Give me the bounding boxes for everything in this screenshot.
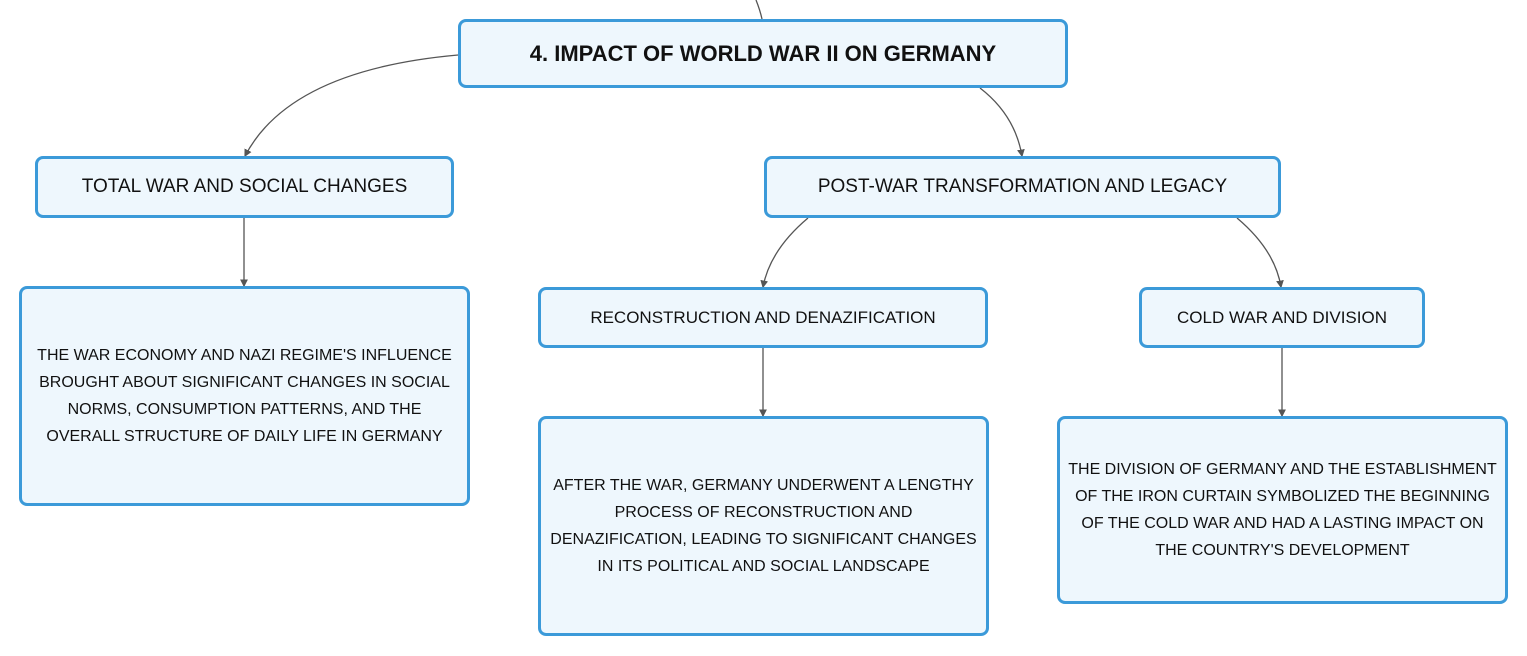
subtopic-reconstruction-label: RECONSTRUCTION AND DENAZIFICATION <box>590 307 936 327</box>
description-reconstruction[interactable]: AFTER THE WAR, GERMANY UNDERWENT A LENGT… <box>538 416 989 636</box>
description-cold-war[interactable]: THE DIVISION OF GERMANY AND THE ESTABLIS… <box>1057 416 1508 604</box>
description-reconstruction-text: AFTER THE WAR, GERMANY UNDERWENT A LENGT… <box>550 477 977 575</box>
topic-post-war-transformation[interactable]: POST-WAR TRANSFORMATION AND LEGACY <box>764 156 1281 218</box>
description-total-war-text: THE WAR ECONOMY AND NAZI REGIME'S INFLUE… <box>37 347 452 445</box>
connector-root-to-total-war <box>244 54 459 158</box>
description-total-war[interactable]: THE WAR ECONOMY AND NAZI REGIME'S INFLUE… <box>19 286 470 506</box>
subtopic-reconstruction-denazification[interactable]: RECONSTRUCTION AND DENAZIFICATION <box>538 287 988 348</box>
connector-post-war-to-reconstruction <box>760 217 809 289</box>
connector-post-war-to-cold-war <box>1236 217 1284 289</box>
topic-total-war-social-changes[interactable]: TOTAL WAR AND SOCIAL CHANGES <box>35 156 454 218</box>
subtopic-cold-war-label: COLD WAR AND DIVISION <box>1176 307 1387 327</box>
description-cold-war-text: THE DIVISION OF GERMANY AND THE ESTABLIS… <box>1068 461 1497 559</box>
topic-post-war-label: POST-WAR TRANSFORMATION AND LEGACY <box>817 176 1228 197</box>
root-topic-label: 4. IMPACT OF WORLD WAR II ON GERMANY <box>529 40 997 66</box>
topic-total-war-label: TOTAL WAR AND SOCIAL CHANGES <box>81 176 408 197</box>
connector-root-to-post-war <box>979 87 1025 158</box>
subtopic-cold-war-division[interactable]: COLD WAR AND DIVISION <box>1139 287 1425 348</box>
connector-incoming-root <box>755 0 763 20</box>
root-topic-node[interactable]: 4. IMPACT OF WORLD WAR II ON GERMANY <box>458 19 1068 88</box>
